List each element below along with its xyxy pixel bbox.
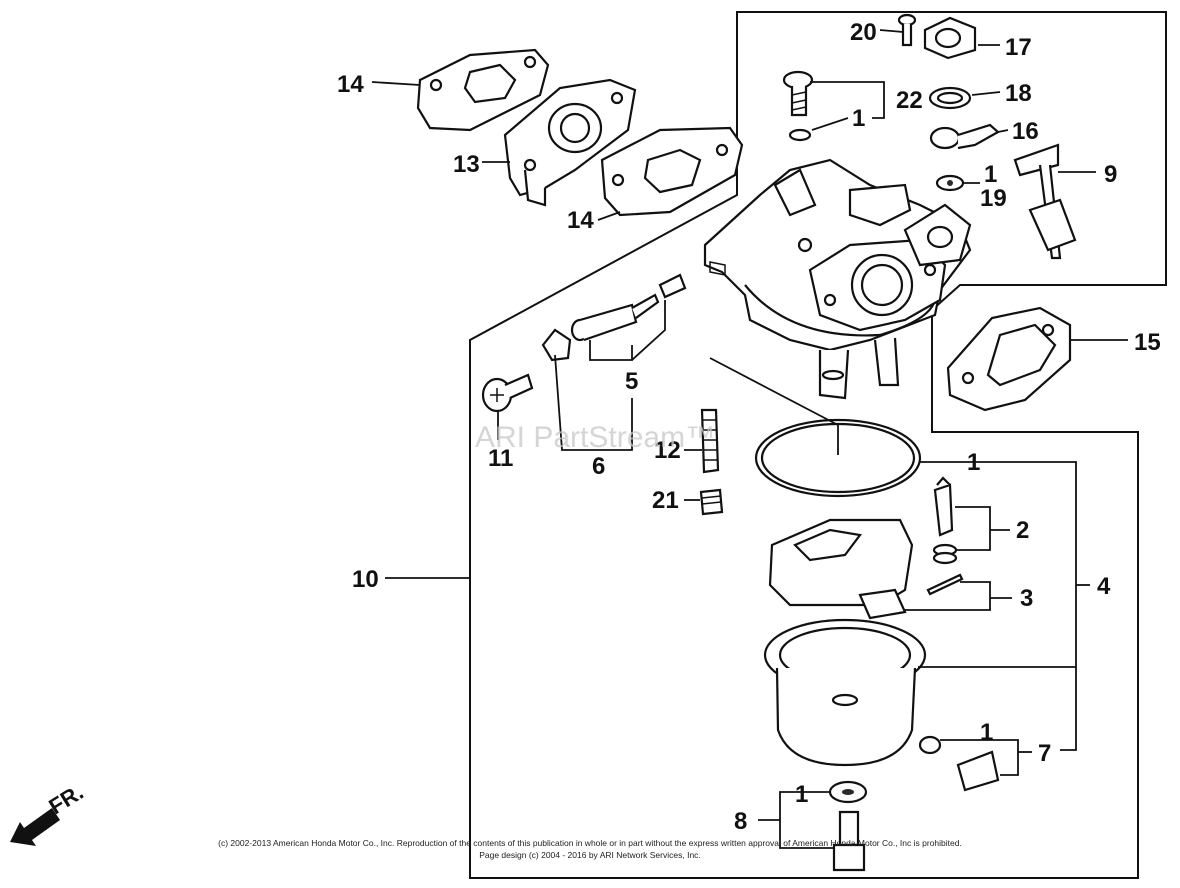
- callout-12: 12: [654, 437, 681, 464]
- lever-9: [1013, 143, 1077, 260]
- callout-1-bolt: 1: [980, 719, 993, 746]
- leader-lines: [371, 29, 1128, 849]
- cover-17: [923, 16, 977, 60]
- washer-1-top: [788, 128, 812, 142]
- screw-11: [481, 373, 534, 413]
- callout-7: 7: [1038, 740, 1051, 767]
- callout-10: 10: [352, 566, 379, 593]
- callout-8: 8: [734, 808, 747, 835]
- gasket-8: [828, 780, 868, 804]
- washer-7: [918, 735, 942, 755]
- bolt-7: [956, 750, 1000, 792]
- washer-19: [935, 174, 965, 192]
- callout-2: 2: [1016, 517, 1029, 544]
- callout-14-lower: 14: [567, 207, 594, 234]
- callout-11: 11: [488, 445, 513, 472]
- callout-1-oring: 1: [967, 449, 980, 476]
- gasket-14-lower: [600, 126, 744, 217]
- callout-5: 5: [625, 368, 638, 395]
- carburetor-body: [703, 158, 972, 400]
- front-direction-arrow: FR.: [10, 779, 88, 846]
- callout-14-upper: 14: [337, 71, 364, 98]
- callout-21: 21: [652, 487, 679, 514]
- jet-12: [700, 408, 720, 474]
- assembly-guide: [709, 357, 839, 455]
- callout-9: 9: [1104, 161, 1117, 188]
- o-ring-1: [754, 418, 922, 498]
- arrow-icon: [10, 808, 60, 846]
- group-box-upper: [469, 11, 1167, 879]
- choke-valve: [903, 203, 972, 267]
- callout-16: 16: [1012, 118, 1039, 145]
- callout-15: 15: [1134, 329, 1161, 356]
- callout-1-washer: 1: [984, 161, 997, 188]
- pilot-screw-5: [570, 273, 687, 342]
- callout-1-top: 1: [852, 105, 865, 132]
- pin-3: [926, 573, 964, 596]
- callout-19: 19: [980, 185, 1007, 212]
- bolt-8: [832, 810, 866, 872]
- float: [768, 518, 914, 620]
- callout-17: 17: [1005, 34, 1032, 61]
- screw-20: [897, 13, 917, 47]
- callout-18: 18: [1005, 80, 1032, 107]
- callout-3: 3: [1020, 585, 1033, 612]
- cap-6: [541, 328, 572, 362]
- callout-20: 20: [850, 19, 877, 46]
- copyright-line-2: Page design (c) 2004 - 2016 by ARI Netwo…: [479, 850, 701, 860]
- callout-4: 4: [1097, 573, 1111, 600]
- callout-13: 13: [453, 151, 480, 178]
- insulator-13: [503, 78, 637, 207]
- copyright-line-1: (c) 2002-2013 American Honda Motor Co., …: [218, 838, 962, 848]
- seal-18: [928, 86, 972, 110]
- spring-2: [932, 543, 958, 565]
- gasket-15: [946, 306, 1072, 412]
- screw-22: [782, 70, 814, 117]
- cap-16: [929, 123, 1000, 150]
- jet-21: [699, 488, 724, 516]
- float-bowl: [763, 618, 927, 767]
- watermark: ARI PartStream™: [475, 421, 715, 454]
- callout-numbers: 14 13 14 20 17 18 22 1 16 1 19 9 15 5 11…: [337, 19, 1161, 835]
- callout-6: 6: [592, 453, 605, 480]
- needle-2: [933, 476, 954, 537]
- gasket-14-upper: [416, 48, 550, 132]
- callout-1-drain: 1: [795, 781, 808, 808]
- callout-22: 22: [896, 87, 923, 114]
